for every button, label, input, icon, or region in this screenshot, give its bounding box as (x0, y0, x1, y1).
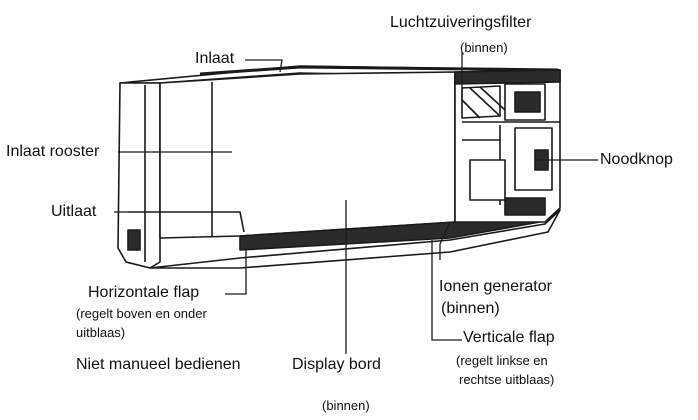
unit-outlet-bracket (128, 211, 245, 233)
interior-part-6 (469, 159, 506, 201)
label-display-bord: Display bord (292, 356, 381, 373)
label-uitlaat: Uitlaat (51, 203, 97, 220)
filter-block (461, 85, 501, 119)
label-verticale-flap-sub1: (regelt linkse en (456, 353, 548, 368)
ac-unit-drawing (117, 65, 561, 269)
label-luchtzuiveringsfilter: Luchtzuiveringsfilter (390, 14, 532, 31)
label-horizontale-flap-sub1: (regelt boven en onder (76, 306, 207, 321)
unit-bottom-lip (149, 209, 561, 269)
label-horizontale-flap: Horizontale flap (88, 284, 200, 301)
leader-ionen-generator (439, 221, 451, 260)
unit-outlet-knob (127, 229, 141, 251)
interior-part-4 (514, 127, 553, 191)
interior-part-2 (514, 91, 541, 113)
label-niet-manueel: Niet manueel bedienen (76, 356, 241, 373)
label-ionen-generator-sub: (binnen) (441, 300, 500, 317)
leader-inlaat (245, 59, 283, 73)
label-horizontale-flap-sub2: uitblaas) (76, 325, 126, 340)
label-inlaat: Inlaat (195, 50, 235, 67)
label-display-bord-sub: (binnen) (322, 398, 370, 413)
label-luchtzuiveringsfilter-sub: (binnen) (460, 40, 508, 55)
unit-top-edge (199, 65, 559, 76)
label-inlaat-rooster: Inlaat rooster (6, 143, 100, 160)
filter-hatch (461, 86, 506, 119)
unit-right-top-dark (454, 69, 561, 85)
label-ionen-generator: Ionen generator (439, 278, 552, 295)
label-noodknop: Noodknop (600, 151, 673, 168)
leader-horizontale-flap (225, 250, 247, 295)
label-verticale-flap-sub2: rechtse uitblaas) (459, 372, 555, 387)
label-verticale-flap: Verticale flap (463, 329, 555, 346)
unit-front-panel (159, 71, 456, 239)
interior-part-7 (504, 197, 546, 216)
leader-verticale-flap (431, 240, 462, 341)
leader-lines (114, 52, 598, 354)
